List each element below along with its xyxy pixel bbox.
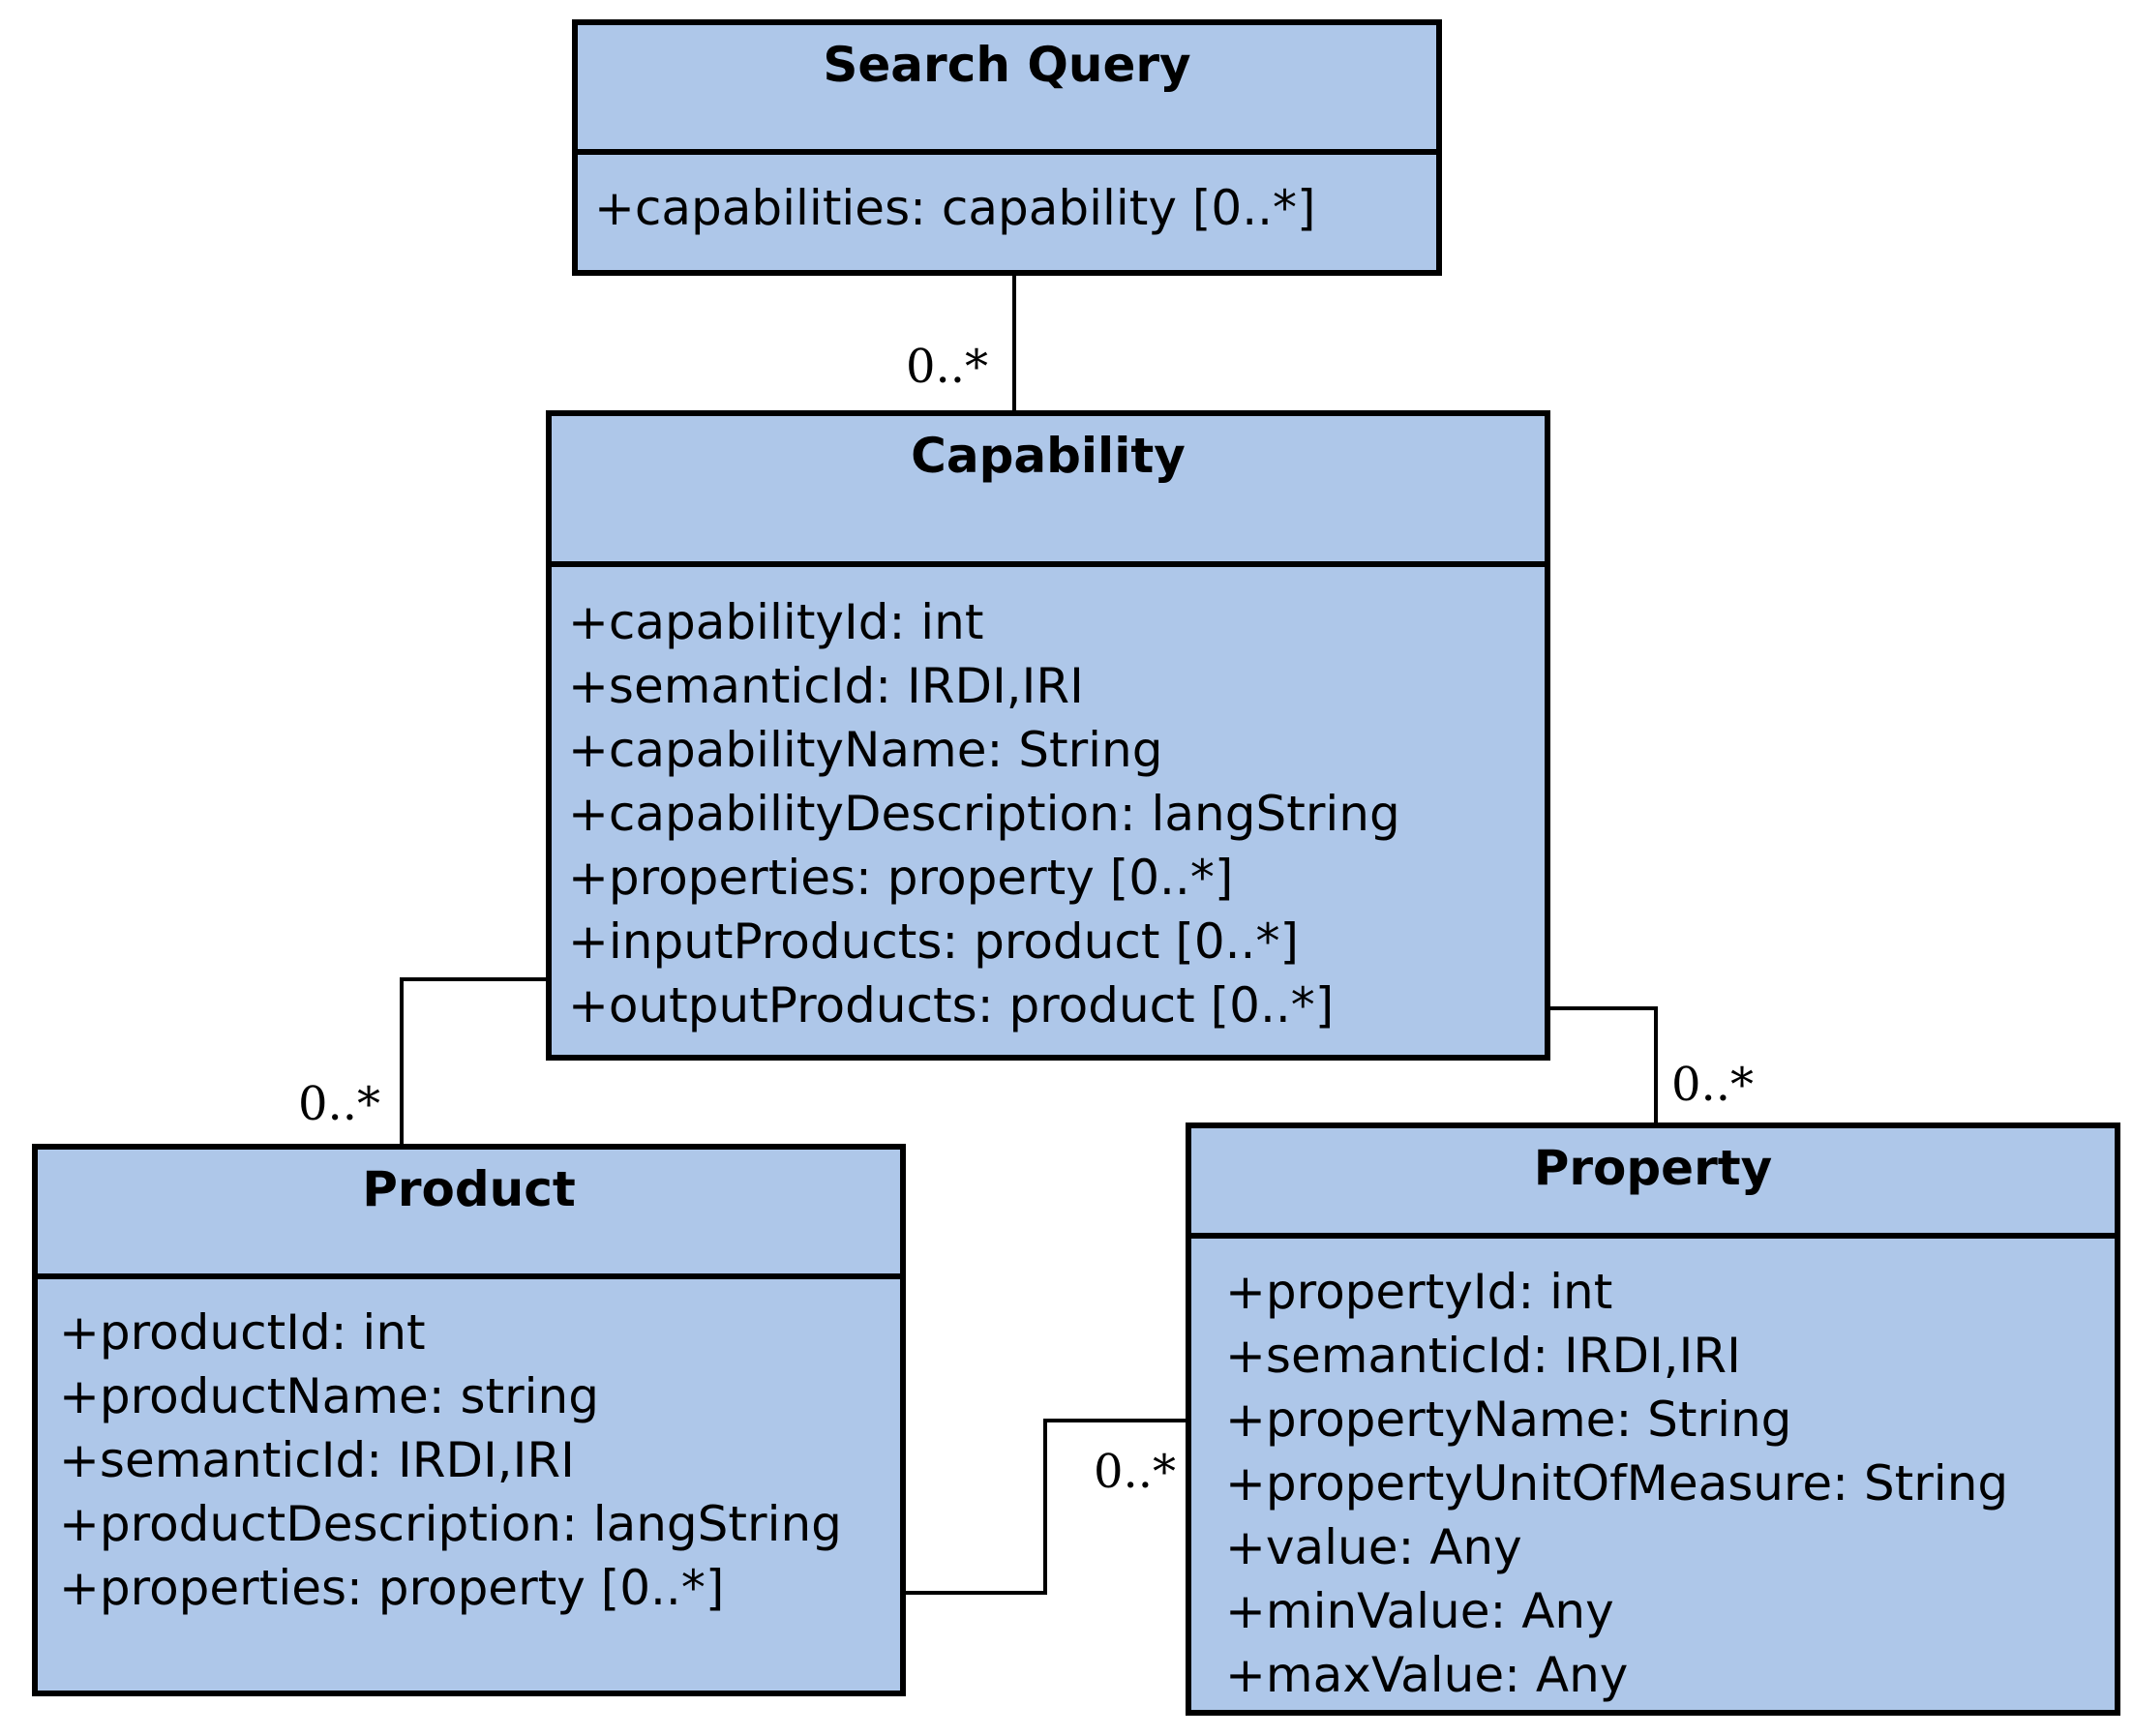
class-property: Property +propertyId: int +semanticId: I… [1186, 1122, 2120, 1716]
multiplicity-capability-property: 0..* [1671, 1058, 1755, 1112]
class-search-query: Search Query +capabilities: capability [… [572, 19, 1442, 276]
attribute: +capabilityDescription: langString [568, 786, 1400, 842]
attribute: +capabilityId: int [568, 594, 984, 650]
attribute: +productDescription: langString [59, 1496, 842, 1552]
association-product-property [902, 1419, 1189, 1595]
class-product: Product +productId: int +productName: st… [32, 1144, 906, 1696]
attribute: +propertyName: String [1225, 1392, 1792, 1448]
attribute: +capabilityName: String [568, 722, 1163, 778]
class-attributes: +propertyId: int +semanticId: IRDI,IRI +… [1191, 1239, 2115, 1710]
class-attributes: +capabilityId: int +semanticId: IRDI,IRI… [552, 567, 1545, 1055]
attribute: +semanticId: IRDI,IRI [568, 658, 1084, 714]
class-attributes: +capabilities: capability [0..*] [578, 155, 1436, 270]
attribute: +minValue: Any [1225, 1583, 1614, 1639]
attribute: +properties: property [0..*] [59, 1560, 725, 1616]
class-name: Property [1191, 1128, 2115, 1239]
multiplicity-searchquery-capability: 0..* [906, 340, 989, 394]
attribute: +value: Any [1225, 1519, 1522, 1575]
attribute: +properties: property [0..*] [568, 850, 1234, 906]
attribute: +propertyId: int [1225, 1264, 1613, 1320]
attribute: +semanticId: IRDI,IRI [59, 1432, 575, 1488]
association-capability-property [1547, 1006, 1658, 1126]
class-name: Search Query [578, 25, 1436, 155]
class-attributes: +productId: int +productName: string +se… [38, 1279, 900, 1691]
class-capability: Capability +capabilityId: int +semanticI… [546, 410, 1550, 1061]
class-name: Product [38, 1150, 900, 1279]
attribute: +capabilities: capability [0..*] [594, 180, 1316, 236]
attribute: +propertyUnitOfMeasure: String [1225, 1455, 2009, 1512]
attribute: +productName: string [59, 1368, 599, 1424]
attribute: +outputProducts: product [0..*] [568, 977, 1335, 1033]
attribute: +semanticId: IRDI,IRI [1225, 1328, 1741, 1384]
attribute: +maxValue: Any [1225, 1647, 1629, 1703]
attribute: +inputProducts: product [0..*] [568, 913, 1299, 970]
multiplicity-product-property: 0..* [1094, 1445, 1177, 1499]
attribute: +productId: int [59, 1304, 426, 1361]
multiplicity-capability-product: 0..* [298, 1077, 381, 1131]
association-capability-product [400, 977, 549, 1147]
class-name: Capability [552, 416, 1545, 567]
